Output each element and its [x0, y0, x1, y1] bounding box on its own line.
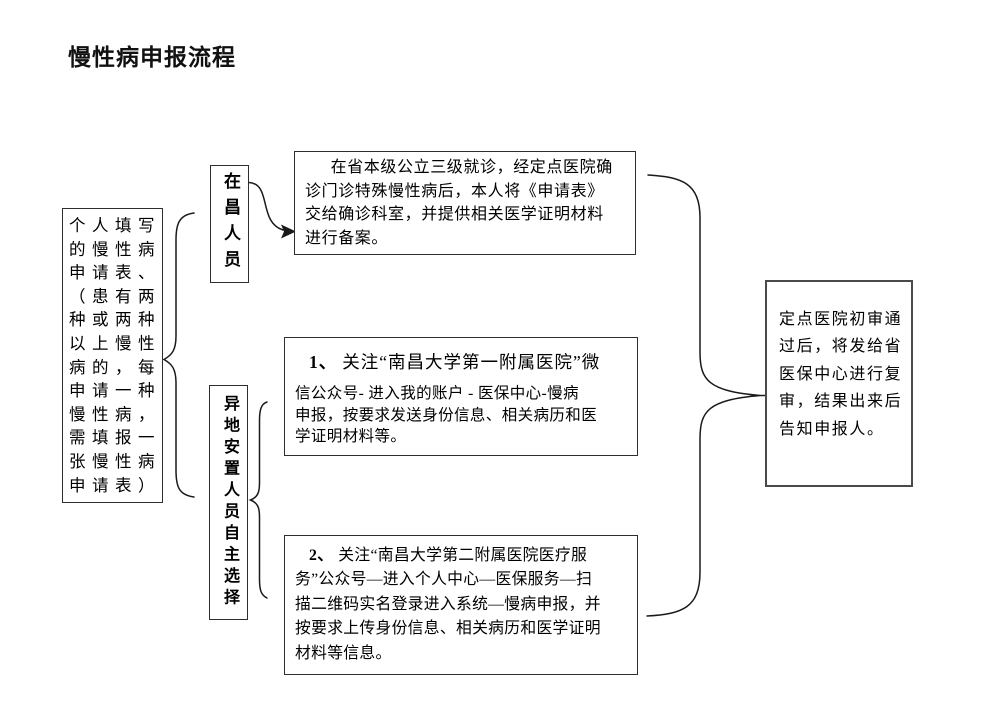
option2-first-text: 关注“南昌大学第二附属医院医疗服: [338, 547, 588, 564]
review-result-box: 定点医院初审通 过后，将发给省 医保中心进行复 审，结果出来后 告知申报人。: [765, 280, 913, 487]
brace-group-personnel-icon: [162, 212, 195, 498]
brace-group-options-icon: [248, 401, 268, 599]
option2-first-line: 2、关注“南昌大学第二附属医院医疗服: [295, 544, 628, 568]
option1-number: 1、: [309, 352, 338, 372]
brace-merge-to-review-icon: [646, 174, 767, 617]
page-title: 慢性病申报流程: [68, 45, 236, 70]
option2-box: 2、关注“南昌大学第二附属医院医疗服 务”公众号—进入个人中心—医保服务—扫 描…: [284, 535, 638, 675]
option1-first-text: 关注“南昌大学第一附属医院”微: [342, 352, 601, 372]
hospital-filing-box: 在省本级公立三级就诊，经定点医院确 诊门诊特殊慢性病后，本人将《申请表》 交给确…: [294, 151, 636, 255]
option2-number: 2、: [309, 547, 334, 564]
option1-first-line: 1、关注“南昌大学第一附属医院”微: [295, 349, 628, 374]
remote-personnel-box: 异地安置人员自主选择: [209, 385, 248, 620]
personal-form-box: 个人填写 的慢性病 申请表、 （患有两 种或两种 以上慢性 病的，每 申请一种 …: [62, 208, 163, 503]
option1-text: 信公众号- 进入我的账户 - 医保中心-慢病 申报，按要求发送身份信息、相关病历…: [295, 385, 598, 446]
arrow-local-to-hospital-icon: [248, 181, 284, 231]
option1-box: 1、关注“南昌大学第一附属医院”微 信公众号- 进入我的账户 - 医保中心-慢病…: [284, 337, 638, 456]
local-personnel-box: 在昌人员: [210, 165, 249, 283]
option2-text: 务”公众号—进入个人中心—医保服务—扫 描二维码实名登录进入系统—慢病申报，并 …: [295, 571, 601, 662]
